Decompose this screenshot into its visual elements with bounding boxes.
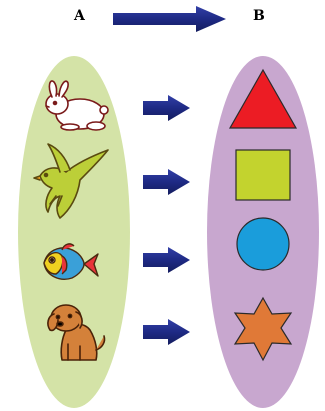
square-shape (235, 149, 291, 201)
rabbit-icon (45, 80, 109, 131)
mapping-arrow (143, 95, 190, 121)
mapping-arrow (143, 319, 190, 345)
mapping-arrow (143, 247, 190, 273)
bird-icon (33, 143, 109, 219)
circle-shape (236, 217, 290, 271)
triangle-shape (228, 68, 298, 129)
mapping-arrow (143, 169, 190, 195)
set-a-ellipse (18, 56, 130, 408)
set-b-label: B (253, 8, 265, 24)
set-a-label: A (74, 8, 85, 24)
dog-icon (47, 304, 106, 361)
header-arrow (113, 6, 226, 32)
fish-icon (43, 243, 99, 280)
star-shape (233, 296, 293, 362)
